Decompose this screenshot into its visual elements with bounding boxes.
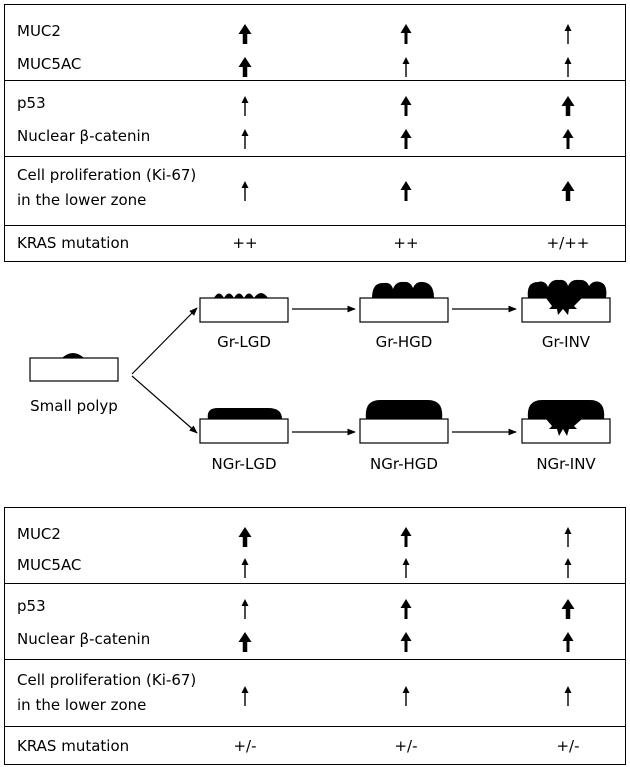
gr-hgd-figure bbox=[359, 281, 449, 323]
up-arrow-icon bbox=[400, 129, 412, 149]
up-arrow-icon bbox=[241, 181, 249, 201]
ngr-hgd-figure bbox=[359, 400, 449, 444]
top-marker-table: MUC2 MUC5AC p53 Nuclear β-catenin Cell p… bbox=[4, 4, 626, 262]
up-arrow-icon bbox=[402, 558, 410, 578]
up-arrow-icon bbox=[400, 632, 412, 652]
up-arrow-icon bbox=[561, 599, 575, 619]
ngr-lgd-figure bbox=[199, 408, 289, 444]
row-label: Cell proliferation (Ki-67) bbox=[17, 671, 197, 689]
up-arrow-icon bbox=[238, 632, 252, 652]
up-arrow-icon bbox=[400, 599, 412, 619]
up-arrow-icon bbox=[562, 129, 574, 149]
up-arrow-icon bbox=[564, 558, 572, 578]
up-arrow-icon bbox=[402, 57, 410, 77]
up-arrow-icon bbox=[238, 57, 252, 77]
up-arrow-icon bbox=[400, 24, 412, 44]
up-arrow-icon bbox=[561, 181, 575, 201]
row-label: Cell proliferation (Ki-67) bbox=[17, 166, 197, 184]
up-arrow-icon bbox=[241, 96, 249, 116]
up-arrow-icon bbox=[400, 96, 412, 116]
ngr-inv-label: NGr-INV bbox=[536, 455, 596, 473]
small-polyp-label: Small polyp bbox=[30, 397, 118, 415]
up-arrow-icon bbox=[564, 57, 572, 77]
up-arrow-icon bbox=[564, 686, 572, 706]
progression-diagram: Small polyp Gr-LGD Gr-HGD Gr-INV NGr-LGD… bbox=[29, 279, 611, 473]
up-arrow-icon bbox=[241, 686, 249, 706]
branch-arrow-nongranular bbox=[131, 375, 198, 434]
kras-value: +/++ bbox=[546, 234, 590, 252]
up-arrow-icon bbox=[238, 24, 252, 44]
small-polyp-figure bbox=[29, 353, 119, 382]
kras-value: +/- bbox=[233, 737, 257, 755]
up-arrow-icon bbox=[241, 558, 249, 578]
proliferation-group: Cell proliferation (Ki-67) in the lower … bbox=[5, 660, 625, 727]
row-label: MUC2 bbox=[17, 525, 61, 543]
up-arrow-icon bbox=[238, 527, 252, 547]
row-label: MUC5AC bbox=[17, 556, 82, 574]
p53-catenin-group: p53 Nuclear β-catenin bbox=[5, 81, 625, 157]
gr-hgd-label: Gr-HGD bbox=[376, 333, 433, 351]
up-arrow-icon bbox=[400, 181, 412, 201]
kras-value: +/- bbox=[556, 737, 580, 755]
kras-label: KRAS mutation bbox=[17, 737, 130, 755]
kras-value: +/- bbox=[394, 737, 418, 755]
mucin-group: MUC2 MUC5AC bbox=[5, 508, 625, 584]
proliferation-group: Cell proliferation (Ki-67) in the lower … bbox=[5, 157, 625, 226]
row-label: MUC5AC bbox=[17, 55, 82, 73]
gr-inv-figure bbox=[521, 279, 611, 323]
kras-value: ++ bbox=[232, 234, 258, 252]
gr-lgd-label: Gr-LGD bbox=[217, 333, 271, 351]
row-label: Nuclear β-catenin bbox=[17, 127, 151, 145]
up-arrow-icon bbox=[241, 129, 249, 149]
branch-arrow-granular bbox=[131, 307, 198, 375]
up-arrow-icon bbox=[402, 686, 410, 706]
row-label: MUC2 bbox=[17, 22, 61, 40]
row-label: p53 bbox=[17, 94, 46, 112]
up-arrow-icon bbox=[564, 24, 572, 44]
up-arrow-icon bbox=[564, 527, 572, 547]
kras-label: KRAS mutation bbox=[17, 234, 130, 252]
ngr-hgd-label: NGr-HGD bbox=[370, 455, 438, 473]
ngr-inv-figure bbox=[521, 400, 611, 444]
up-arrow-icon bbox=[561, 96, 575, 116]
kras-group: KRAS mutation +/- +/- +/- bbox=[5, 727, 625, 766]
bottom-marker-table: MUC2 MUC5AC p53 Nuclear β-catenin Cell p… bbox=[4, 507, 626, 765]
row-label: p53 bbox=[17, 597, 46, 615]
mucin-group: MUC2 MUC5AC bbox=[5, 5, 625, 81]
kras-group: KRAS mutation ++ ++ +/++ bbox=[5, 226, 625, 263]
row-label-line2: in the lower zone bbox=[17, 696, 147, 714]
row-label-line2: in the lower zone bbox=[17, 191, 147, 209]
row-label: Nuclear β-catenin bbox=[17, 630, 151, 648]
up-arrow-icon bbox=[400, 527, 412, 547]
kras-value: ++ bbox=[393, 234, 419, 252]
up-arrow-icon bbox=[241, 599, 249, 619]
p53-catenin-group: p53 Nuclear β-catenin bbox=[5, 584, 625, 660]
gr-inv-label: Gr-INV bbox=[542, 333, 591, 351]
ngr-lgd-label: NGr-LGD bbox=[212, 455, 277, 473]
gr-lgd-figure bbox=[199, 293, 289, 323]
up-arrow-icon bbox=[562, 632, 574, 652]
